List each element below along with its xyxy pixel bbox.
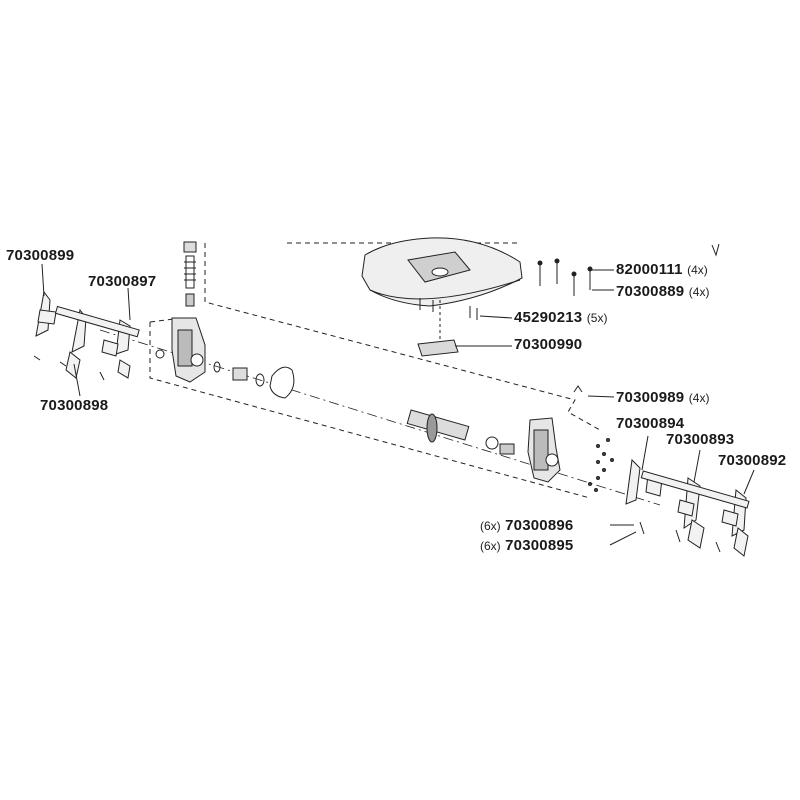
part-number: 82000111 (616, 261, 683, 278)
quantity: (5x) (586, 311, 608, 325)
left-bearings (155, 349, 295, 399)
label-70300989: 70300989 (4x) (616, 389, 709, 407)
center-gear (406, 409, 515, 455)
part-number: 45290213 (514, 309, 583, 326)
right-tines (625, 458, 750, 557)
part-number: 70300893 (666, 431, 735, 448)
label-70300990: 70300990 (514, 336, 582, 354)
right-gearbox (527, 417, 561, 483)
top-bolts (537, 243, 720, 296)
gasket-plate (417, 339, 459, 357)
left-gearbox (171, 317, 206, 383)
part-number: 70300896 (505, 517, 574, 534)
leader-lines (41, 263, 755, 546)
label-70300894: 70300894 (616, 415, 684, 433)
drive-shaft (183, 241, 197, 307)
part-number: 70300898 (40, 397, 109, 414)
label-70300899: 70300899 (6, 247, 74, 265)
quantity: (4x) (688, 391, 710, 405)
part-number: 70300897 (88, 273, 157, 290)
label-70300897: 70300897 (88, 273, 156, 291)
label-70300895: (6x) 70300895 (480, 537, 573, 555)
quantity: (4x) (688, 285, 710, 299)
part-number: 70300899 (6, 247, 75, 264)
retaining-clip (573, 385, 583, 393)
part-number: 70300990 (514, 336, 583, 353)
part-number: 70300894 (616, 415, 685, 432)
label-70300896: (6x) 70300896 (480, 517, 573, 535)
quantity: (6x) (480, 519, 501, 533)
label-82000111: 82000111 (4x) (616, 261, 708, 279)
quantity: (6x) (480, 539, 501, 553)
cover-screws (419, 298, 478, 320)
label-45290213: 45290213 (5x) (514, 309, 607, 327)
quantity: (4x) (687, 263, 708, 277)
right-screws (588, 438, 614, 492)
label-70300889: 70300889 (4x) (616, 283, 709, 301)
part-number: 70300895 (505, 537, 574, 554)
part-number: 70300989 (616, 389, 685, 406)
part-number: 70300892 (718, 452, 787, 469)
label-70300893: 70300893 (666, 431, 734, 449)
label-70300892: 70300892 (718, 452, 786, 470)
housing-outline (149, 242, 601, 499)
part-number: 70300889 (616, 283, 685, 300)
left-tines (33, 290, 140, 381)
top-cover-plate (361, 237, 523, 307)
label-70300898: 70300898 (40, 397, 108, 415)
